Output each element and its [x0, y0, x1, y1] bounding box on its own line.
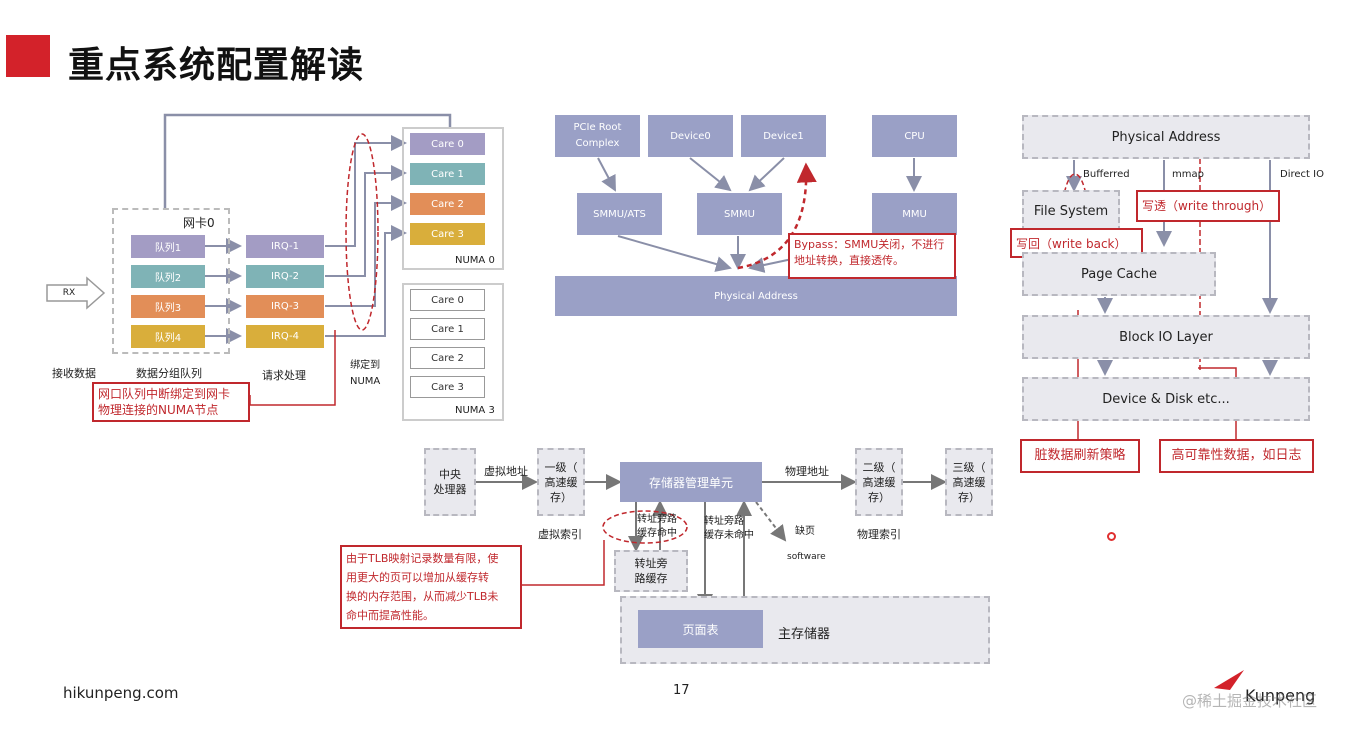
irq-3: IRQ-3: [246, 295, 324, 318]
cpu-node: 中央 处理器: [424, 448, 476, 516]
l3-cache-node: 三级（ 高速缓 存）: [945, 448, 993, 516]
l1-cache-node: 一级（ 高速缓 存）: [537, 448, 585, 516]
block-io-layer-box: Block IO Layer: [1022, 315, 1310, 359]
footer-watermark: @稀土掘金技术社区: [1182, 692, 1318, 710]
tlb-hit-label: 转址旁路 缓存命中: [637, 514, 677, 539]
queue-4: 队列4: [131, 325, 205, 348]
page-title: 重点系统配置解读: [68, 45, 365, 86]
tlb-miss-label: 转址旁路 缓存未命中: [704, 516, 754, 541]
numa-binding-note: 网口队列中断绑定到网卡 物理连接的NUMA节点: [92, 382, 250, 422]
numa0-box: [402, 127, 504, 270]
software-label: software: [787, 552, 826, 562]
smmu-ats-box: SMMU/ATS: [577, 193, 662, 235]
numa0-core-0: Care 0: [410, 133, 485, 155]
bind-numa-label: 绑定到 NUMA: [350, 360, 381, 387]
receive-label: 接收数据: [52, 367, 96, 380]
mmap-label: mmap: [1172, 169, 1204, 180]
rx-arrow: RX: [46, 276, 106, 310]
smmu-physical-address: Physical Address: [555, 276, 957, 316]
numa0-core-1: Care 1: [410, 163, 485, 185]
file-system-box: File System: [1022, 190, 1120, 232]
numa3-core-1: Care 1: [410, 318, 485, 340]
direct-io-label: Direct IO: [1280, 169, 1324, 180]
page-table-node: 页面表: [638, 610, 763, 648]
io-physical-address: Physical Address: [1022, 115, 1310, 159]
numa3-label: NUMA 3: [455, 405, 495, 416]
pointer-dot: [1107, 532, 1116, 541]
mmu-node: 存储器管理单元: [620, 462, 762, 502]
page-cache-box: Page Cache: [1022, 252, 1216, 296]
l2-cache-node: 二级（ 高速缓 存）: [855, 448, 903, 516]
numa0-core-3: Care 3: [410, 223, 485, 245]
device-disk-box: Device & Disk etc...: [1022, 377, 1310, 421]
irq-1: IRQ-1: [246, 235, 324, 258]
buffered-label: Bufferred: [1083, 169, 1130, 180]
physical-address-label: 物理地址: [785, 465, 829, 478]
queue-1: 队列1: [131, 235, 205, 258]
dirty-data-note: 脏数据刷新策略: [1020, 439, 1140, 473]
bypass-note: Bypass：SMMU关闭，不进行 地址转换，直接透传。: [788, 233, 956, 279]
page-fault-label: 缺页: [795, 526, 815, 537]
nic-box: [112, 208, 230, 354]
numa3-core-2: Care 2: [410, 347, 485, 369]
rx-label: RX: [62, 288, 76, 298]
physical-index-label: 物理索引: [857, 528, 901, 541]
device1-box: Device1: [741, 115, 826, 157]
numa3-core-0: Care 0: [410, 289, 485, 311]
footer-brand: Kunpeng: [1245, 686, 1316, 705]
queue-2: 队列2: [131, 265, 205, 288]
device0-box: Device0: [648, 115, 733, 157]
queue-group-label: 数据分组队列: [136, 367, 202, 380]
nic-label: 网卡0: [183, 216, 215, 230]
smmu-box: SMMU: [697, 193, 782, 235]
numa3-box: [402, 283, 504, 421]
kunpeng-logo-icon: [1212, 668, 1246, 692]
cpu-box: CPU: [872, 115, 957, 157]
mmu-box: MMU: [872, 193, 957, 235]
tlb-node: 转址旁 路缓存: [614, 550, 688, 592]
reliable-data-note: 高可靠性数据，如日志: [1159, 439, 1314, 473]
footer-site: hikunpeng.com: [63, 684, 179, 702]
queue-3: 队列3: [131, 295, 205, 318]
request-label: 请求处理: [262, 369, 306, 382]
numa0-label: NUMA 0: [455, 255, 495, 266]
write-through-note: 写透（write through）: [1136, 190, 1280, 222]
pcie-root-complex: PCIe Root Complex: [555, 115, 640, 157]
irq-4: IRQ-4: [246, 325, 324, 348]
numa3-core-3: Care 3: [410, 376, 485, 398]
main-memory-label: 主存储器: [778, 627, 831, 642]
tlb-huge-page-note: 由于TLB映射记录数量有限，使 用更大的页可以增加从缓存转 换的内存范围，从而减…: [340, 545, 522, 629]
virtual-address-label: 虚拟地址: [484, 465, 528, 478]
virtual-index-label: 虚拟索引: [538, 528, 582, 541]
irq-2: IRQ-2: [246, 265, 324, 288]
numa0-core-2: Care 2: [410, 193, 485, 215]
title-accent-block: [6, 35, 50, 77]
footer-page-number: 17: [673, 683, 690, 698]
